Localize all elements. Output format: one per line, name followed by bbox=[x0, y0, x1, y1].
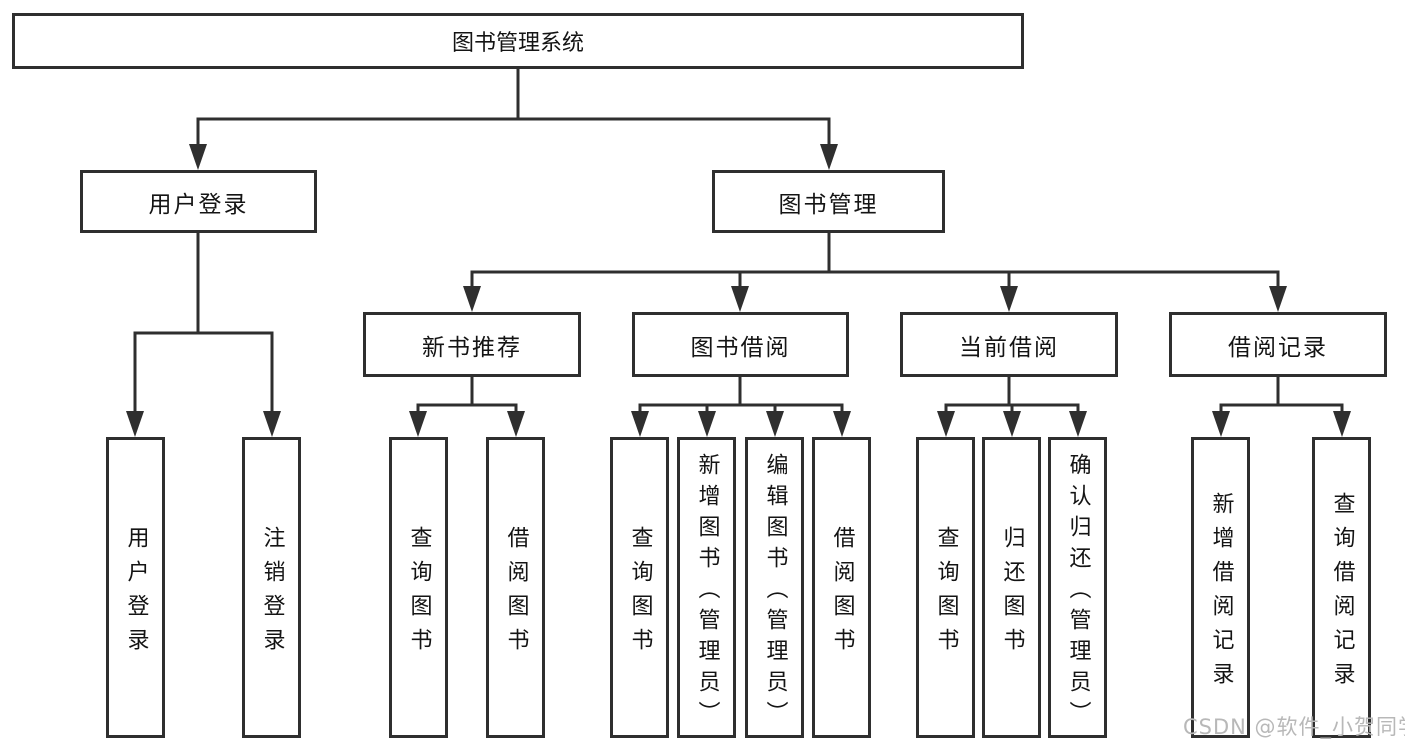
root-node-library-system: 图书管理系统 bbox=[12, 13, 1024, 69]
leaf-node-label: 编辑图书（管理员） bbox=[762, 452, 788, 732]
leaf-node-label: 新增借阅记录 bbox=[1208, 491, 1234, 696]
module-node-label: 图书借阅 bbox=[690, 334, 791, 361]
leaf-node-query-books-recommend: 查询图书 bbox=[389, 437, 448, 738]
root-node-label: 图书管理系统 bbox=[451, 31, 584, 56]
leaf-node-label: 用户登录 bbox=[123, 525, 149, 662]
module-node-label: 借阅记录 bbox=[1228, 334, 1328, 361]
leaf-node-label: 查询借阅记录 bbox=[1329, 491, 1355, 696]
leaf-node-edit-book-admin: 编辑图书（管理员） bbox=[745, 437, 804, 738]
leaf-node-label: 查询图书 bbox=[933, 525, 959, 662]
module-node-current-borrowing: 当前借阅 bbox=[900, 312, 1118, 377]
leaf-node-add-book-admin: 新增图书（管理员） bbox=[677, 437, 736, 738]
leaf-node-label: 归还图书 bbox=[999, 525, 1025, 662]
module-node-label: 当前借阅 bbox=[959, 334, 1059, 361]
leaf-node-label: 借阅图书 bbox=[503, 525, 529, 662]
leaf-node-label: 注销登录 bbox=[259, 525, 285, 662]
leaf-node-query-books-current: 查询图书 bbox=[916, 437, 975, 738]
leaf-node-user-login: 用户登录 bbox=[106, 437, 165, 738]
branch-node-label: 图书管理 bbox=[778, 191, 879, 218]
arrowheads bbox=[126, 144, 1351, 437]
leaf-node-confirm-return-admin: 确认归还（管理员） bbox=[1048, 437, 1107, 738]
leaf-node-label: 查询图书 bbox=[627, 525, 653, 662]
csdn-watermark: CSDN @软件_小贺同学 bbox=[1183, 715, 1405, 739]
branch-node-label: 用户登录 bbox=[148, 191, 249, 218]
leaf-node-query-books-borrowing: 查询图书 bbox=[610, 437, 669, 738]
leaf-node-add-borrow-record: 新增借阅记录 bbox=[1191, 437, 1250, 738]
leaf-node-return-books: 归还图书 bbox=[982, 437, 1041, 738]
leaf-node-borrow-books-recommend: 借阅图书 bbox=[486, 437, 545, 738]
leaf-node-label: 确认归还（管理员） bbox=[1065, 452, 1091, 732]
leaf-node-query-borrow-record: 查询借阅记录 bbox=[1312, 437, 1371, 738]
leaf-node-logout: 注销登录 bbox=[242, 437, 301, 738]
leaf-node-borrow-books: 借阅图书 bbox=[812, 437, 871, 738]
branch-node-book-management: 图书管理 bbox=[712, 170, 945, 233]
module-node-new-book-recommend: 新书推荐 bbox=[363, 312, 581, 377]
leaf-node-label: 查询图书 bbox=[406, 525, 432, 662]
leaf-node-label: 新增图书（管理员） bbox=[694, 452, 720, 732]
module-node-book-borrowing: 图书借阅 bbox=[632, 312, 849, 377]
module-node-borrowing-records: 借阅记录 bbox=[1169, 312, 1387, 377]
leaf-node-label: 借阅图书 bbox=[829, 525, 855, 662]
module-node-label: 新书推荐 bbox=[422, 334, 522, 361]
branch-node-user-login: 用户登录 bbox=[80, 170, 317, 233]
